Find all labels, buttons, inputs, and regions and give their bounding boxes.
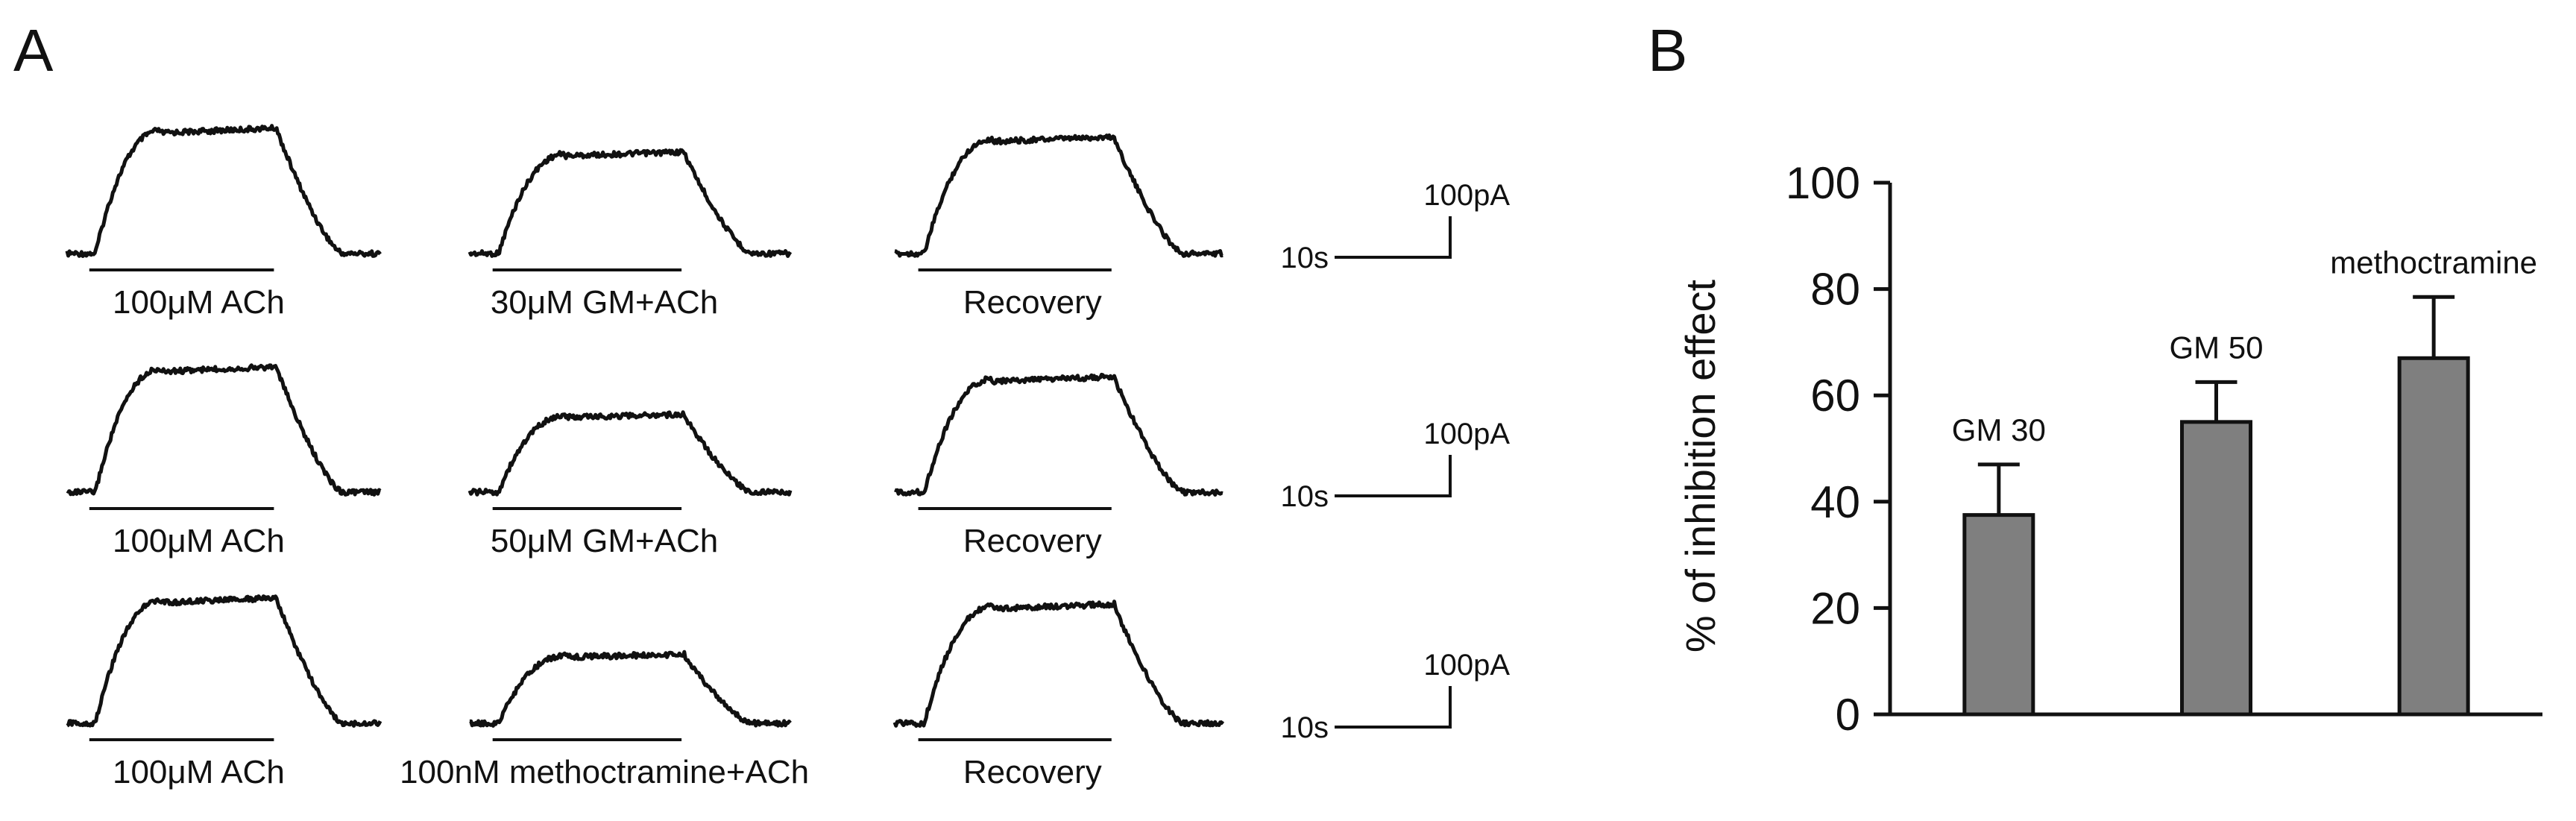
trace-caption-r1-c3: Recovery <box>963 284 1102 321</box>
trace-caption-r2-c1: 100μM ACh <box>113 523 285 559</box>
trace-caption-r2-c2: 50μM GM+ACh <box>491 523 718 559</box>
current-trace-r3-c2 <box>469 649 792 728</box>
current-trace-r2-c2 <box>467 410 793 497</box>
scale-bar-row-1 <box>1335 216 1452 259</box>
trace-caption-r1-c2: 30μM GM+ACh <box>491 284 718 321</box>
y-tick-label: 100 <box>1786 158 1860 208</box>
current-trace-r2-c3 <box>894 372 1224 497</box>
y-axis-title: % of inhibition effect <box>1677 279 1724 652</box>
bar-category-label: methoctramine <box>2330 245 2537 280</box>
current-trace-r1-c3 <box>894 133 1224 258</box>
y-tick-label: 80 <box>1810 265 1860 315</box>
scale-bar-row-3 <box>1335 686 1452 729</box>
bar-category-label: GM 50 <box>2169 330 2263 365</box>
current-trace-r1-c2 <box>467 148 793 258</box>
trace-caption-r3-c3: Recovery <box>963 754 1102 790</box>
current-trace-r3-c1 <box>66 594 382 728</box>
trace-caption-r3-c2: 100nM methoctramine+ACh <box>400 754 809 790</box>
scale-time-label-row-1: 10s <box>1281 242 1329 274</box>
trace-caption-r2-c3: Recovery <box>963 523 1102 559</box>
bar-category-label: GM 30 <box>1952 412 2046 447</box>
scale-time-label-row-3: 10s <box>1281 711 1329 744</box>
y-tick-label: 40 <box>1810 477 1860 527</box>
trace-caption-r3-c1: 100μM ACh <box>113 754 285 790</box>
scale-current-label-row-3: 100pA <box>1423 649 1510 682</box>
bar <box>2180 420 2252 717</box>
scale-bar-row-2 <box>1335 455 1452 497</box>
y-tick-label: 0 <box>1836 690 1860 740</box>
panel-a-label: A <box>13 17 54 84</box>
y-tick-label: 60 <box>1810 371 1860 421</box>
scale-current-label-row-1: 100pA <box>1423 179 1510 212</box>
current-trace-r1-c1 <box>65 124 382 258</box>
scale-time-label-row-2: 10s <box>1281 480 1329 513</box>
scale-current-label-row-2: 100pA <box>1423 418 1510 450</box>
trace-caption-r1-c1: 100μM ACh <box>113 284 285 321</box>
current-trace-r2-c1 <box>66 363 382 497</box>
panel-b-label: B <box>1648 17 1687 84</box>
y-tick-label: 20 <box>1810 583 1860 633</box>
bar <box>1962 513 2035 717</box>
panel-b-bar-chart: % of inhibition effect 0 20 40 60 80 100 GM 30… <box>1677 158 2542 740</box>
bar <box>2397 356 2470 717</box>
current-trace-r3-c3 <box>892 600 1225 728</box>
